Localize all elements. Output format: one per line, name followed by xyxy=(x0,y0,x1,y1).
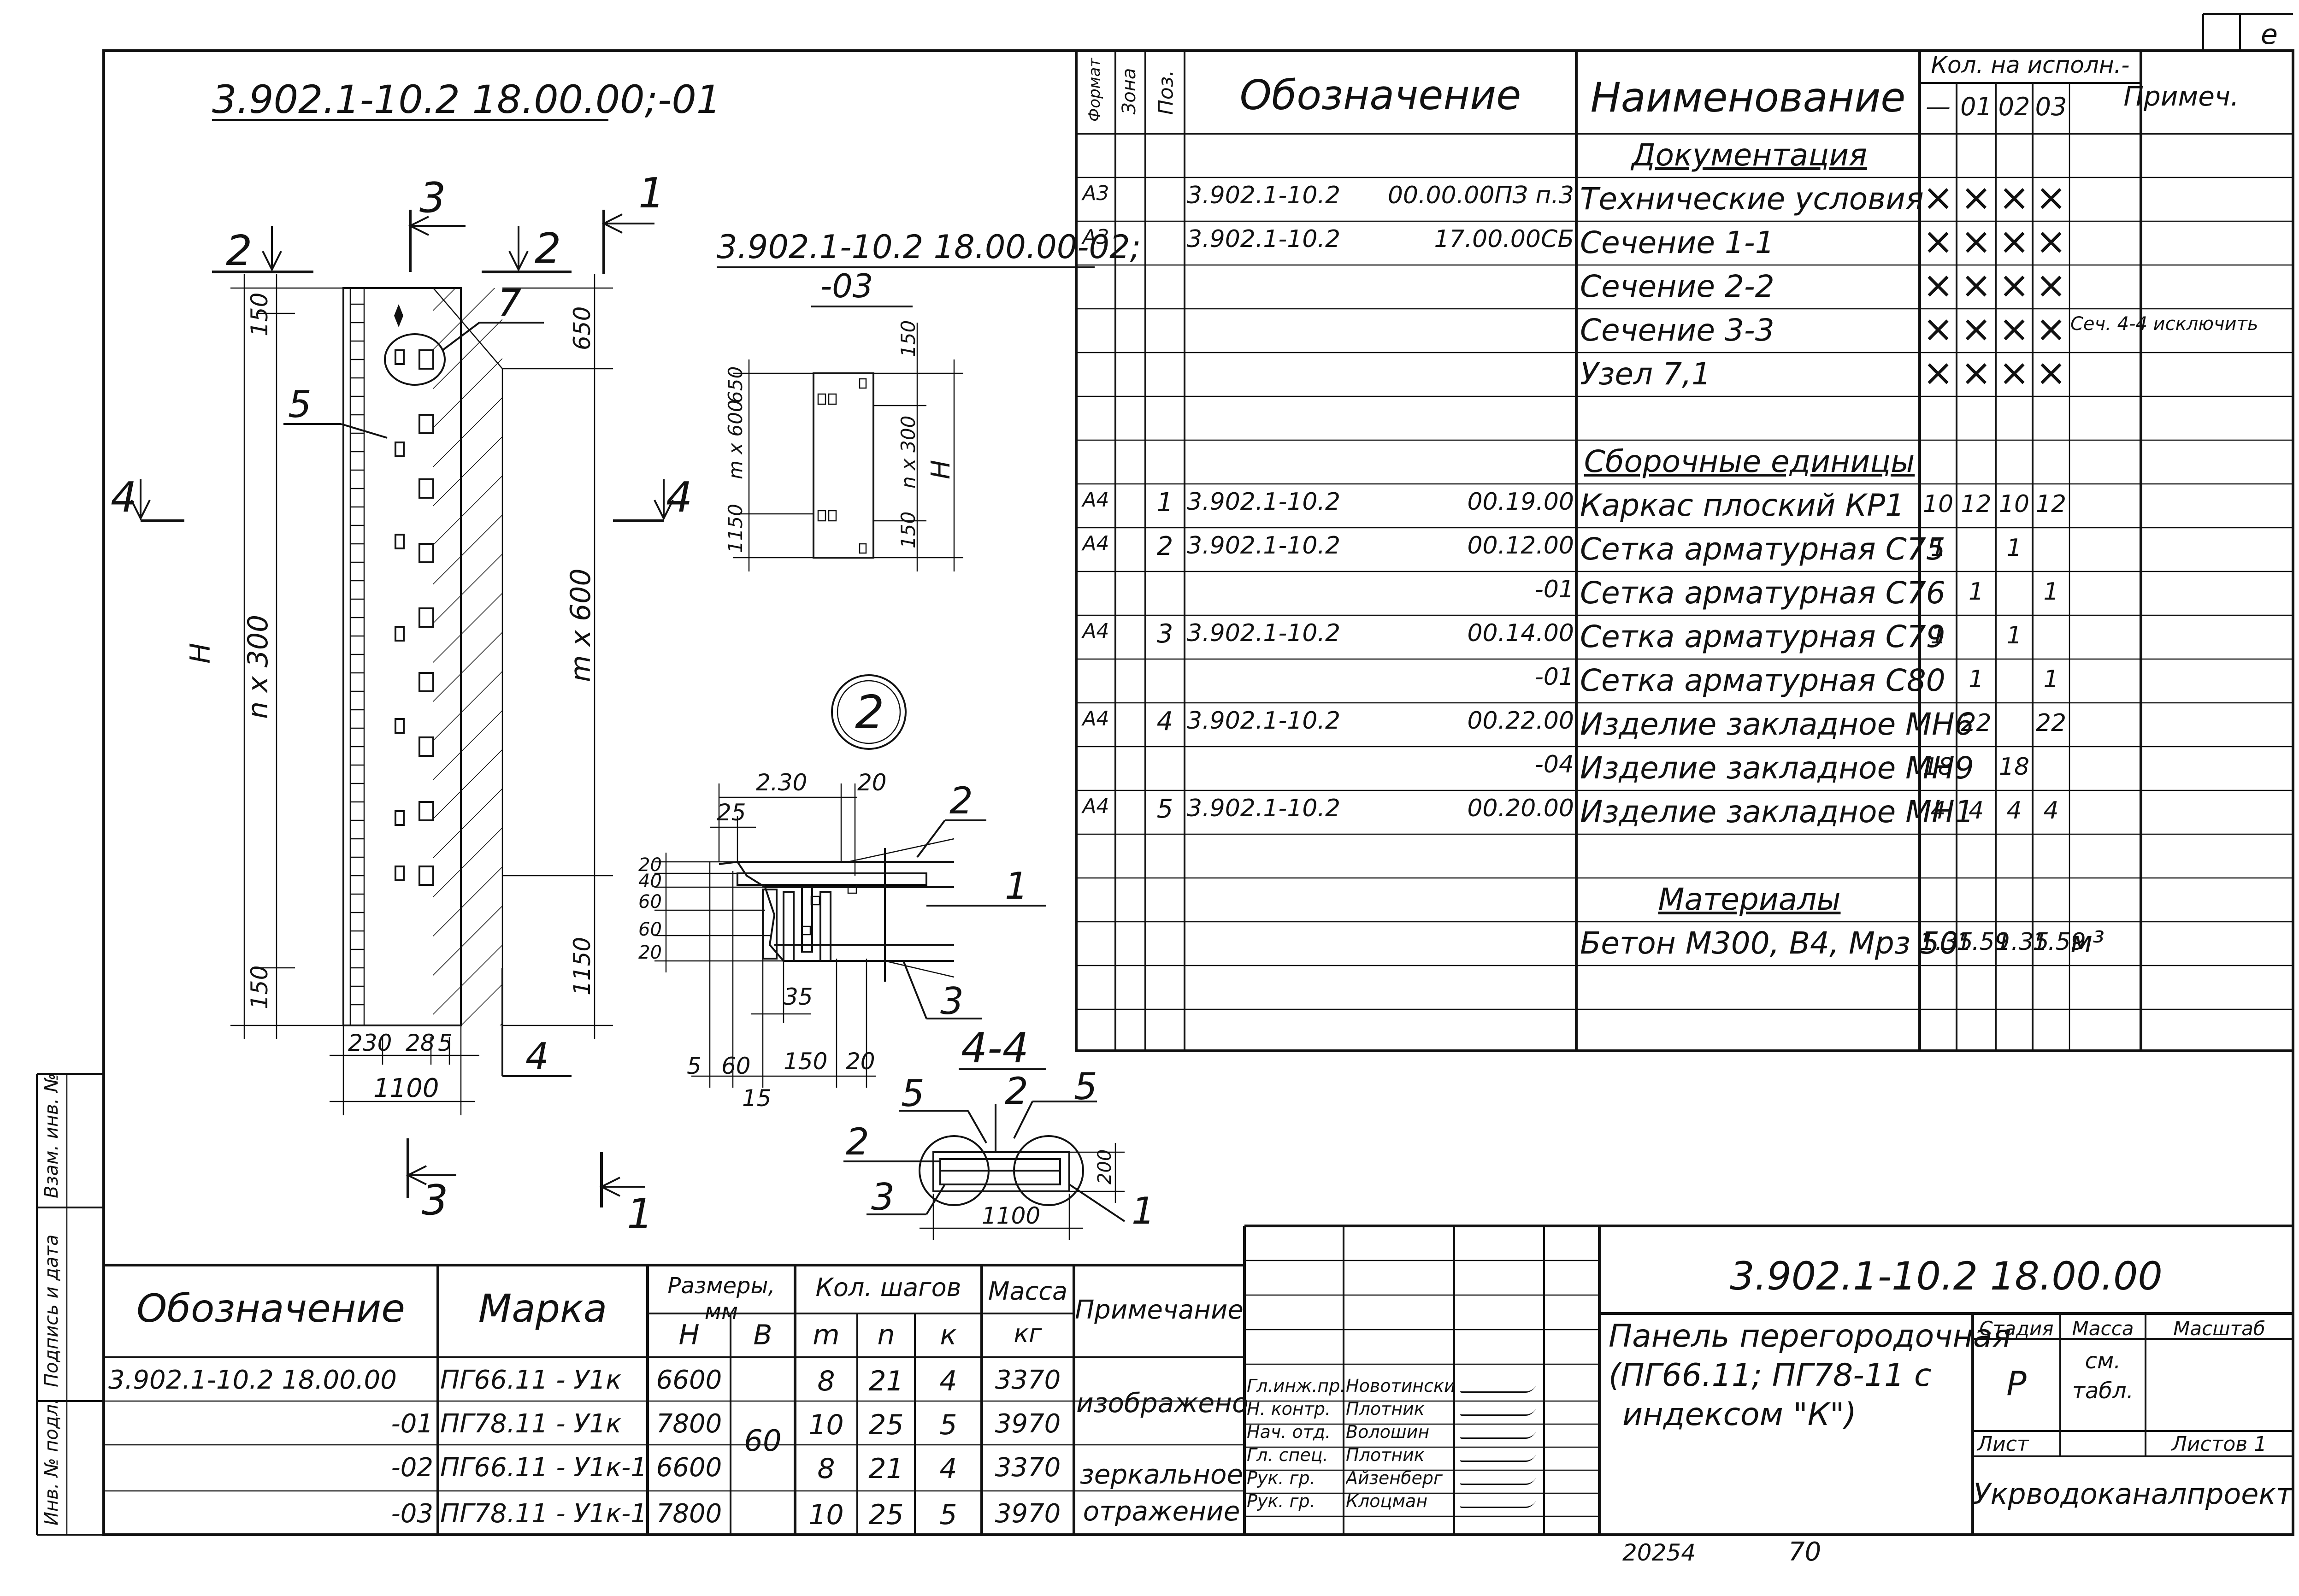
sec44-pos-3: 3 xyxy=(871,1176,895,1219)
dim-bottom-left: 150 xyxy=(246,966,273,1009)
node-2-detail: 2 2 1 3 2.30 20 25 xyxy=(638,674,1046,1112)
embedded-parts xyxy=(394,304,434,886)
node-dim-v60a: 60 xyxy=(638,891,662,913)
dim-mid-right: m x 600 xyxy=(565,568,597,682)
strip-label-inventory: Инв. № подл. xyxy=(41,1398,62,1525)
side-strip: Взам. инв. № Подпись и дата Инв. № подл. xyxy=(36,1073,104,1536)
detail-callout-number: 2 xyxy=(855,685,884,739)
node-dim-60: 60 xyxy=(721,1053,751,1079)
node-dim-20-bottom: 20 xyxy=(846,1048,875,1075)
archive-number: 20254 xyxy=(1622,1539,1696,1566)
section-markers: 1 1 3 3 2 2 4 xyxy=(111,169,692,1238)
drawing-title: 3.902.1-10.2 18.00.00;-01 xyxy=(212,77,721,122)
section-2-left: 2 xyxy=(226,227,252,275)
node-pos-2: 2 xyxy=(949,779,973,822)
node-dim-v60b: 60 xyxy=(638,919,662,940)
section-3-bottom: 3 xyxy=(422,1176,448,1225)
dim-h-main: Н xyxy=(184,643,217,664)
sheet-frame: е xyxy=(102,13,2294,1536)
node-dim-v20a: 20 xyxy=(638,854,662,876)
sec44-pos-5-left: 5 xyxy=(901,1072,925,1115)
small-dim-1150: 1150 xyxy=(724,504,747,553)
small-dim-n300: n x 300 xyxy=(897,416,920,489)
dim-top-right: 650 xyxy=(569,306,595,350)
dim-bottom: 230 28 5 1100 xyxy=(330,1025,479,1115)
variant-elevation: 3.902.1-10.2 18.00.00-02; -03 650 m x 60… xyxy=(717,228,1141,571)
dim-b2: 28 xyxy=(406,1030,435,1056)
strip-label-replacement: Взам. инв. № xyxy=(41,1073,62,1198)
pos-label-7: 7 xyxy=(498,282,521,324)
section-1-top: 1 xyxy=(638,169,665,218)
page-number: 70 xyxy=(1788,1537,1822,1567)
sec44-pos-1: 1 xyxy=(1132,1190,1155,1232)
panel-elevation: 3.902.1-10.2 18.00.00;-01 7 5 4 xyxy=(111,77,721,1238)
spec-table-grid xyxy=(1075,49,2294,1052)
callout-ring-7 xyxy=(384,333,446,386)
small-dim-650: 650 xyxy=(724,366,747,403)
dim-mid-left: n x 300 xyxy=(242,615,274,719)
small-dim-h: Н xyxy=(926,460,956,479)
detail-callout-circle xyxy=(831,674,907,750)
node-dim-v20b: 20 xyxy=(638,942,662,963)
node-dim-150: 150 xyxy=(784,1048,827,1075)
node-dim-15: 15 xyxy=(742,1085,772,1112)
variant-title-2: -03 xyxy=(820,267,873,305)
dim-left: Н 150 n x 300 150 xyxy=(184,274,343,1039)
section-44-label: 4-4 xyxy=(961,1024,1029,1072)
dim-right: 650 m x 600 1150 xyxy=(502,274,613,1039)
section-1-bottom: 1 xyxy=(627,1190,653,1238)
sec44-pos-2-top: 2 xyxy=(1005,1070,1028,1113)
corner-mark: е xyxy=(2261,18,2278,51)
sec44-pos-2-left: 2 xyxy=(846,1120,869,1163)
small-dim-m600: m x 600 xyxy=(724,400,747,479)
small-dim-150-bottom: 150 xyxy=(897,512,920,548)
sec44-dim-1100: 1100 xyxy=(982,1202,1040,1229)
dim-top: 150 xyxy=(246,293,273,336)
dim-bottom-right: 1150 xyxy=(569,937,595,995)
node-dim-25: 25 xyxy=(717,799,746,826)
section-3-top: 3 xyxy=(419,174,446,222)
dim-b1: 230 xyxy=(348,1030,392,1056)
pos-label-4: 4 xyxy=(525,1035,549,1078)
node-dim-230: 2.30 xyxy=(756,769,807,796)
pos-label-5: 5 xyxy=(288,383,312,426)
strip-label-signature: Подпись и дата xyxy=(41,1235,62,1387)
marks-table-grid xyxy=(104,1226,1246,1535)
section-4-4: 4-4 2 5 5 2 3 1 200 1100 xyxy=(843,1024,1155,1240)
node-pos-3: 3 xyxy=(940,980,964,1023)
node-pos-1: 1 xyxy=(1005,865,1028,907)
title-block-grid xyxy=(1244,1225,2293,1535)
sec44-dim-200: 200 xyxy=(1094,1149,1115,1184)
section-2-right: 2 xyxy=(535,224,561,273)
node-dim-35: 35 xyxy=(784,984,813,1010)
small-dim-150-top: 150 xyxy=(897,320,920,357)
node-dim-5: 5 xyxy=(687,1053,701,1079)
variant-title-1: 3.902.1-10.2 18.00.00-02; xyxy=(717,228,1141,266)
node-dim-20-top: 20 xyxy=(857,769,887,796)
node-dim-v40: 40 xyxy=(638,871,662,892)
dim-b3: 5 xyxy=(438,1030,453,1056)
section-4-left: 4 xyxy=(111,473,137,522)
section-4-right: 4 xyxy=(666,473,692,522)
dim-width: 1100 xyxy=(373,1073,439,1103)
